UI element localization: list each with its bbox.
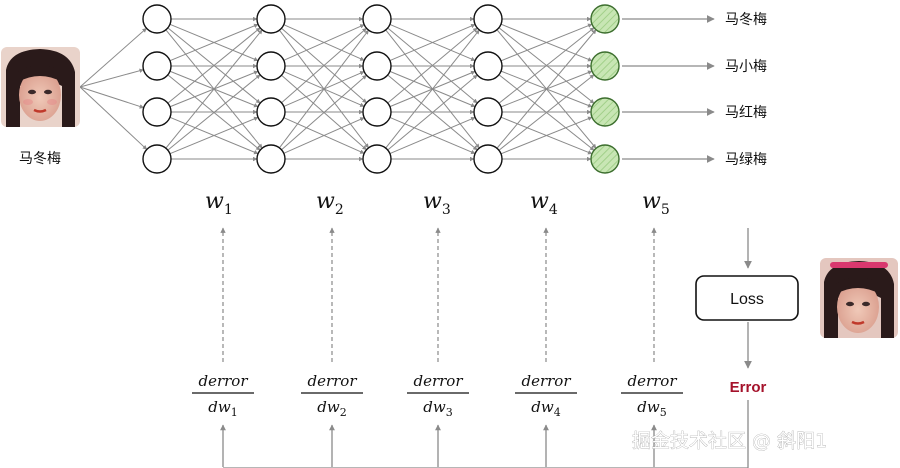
neuron-connection [385,29,480,149]
output-label: 马绿梅 [725,152,767,168]
hidden-neuron [473,4,503,34]
neuron-connection [389,116,476,155]
loss-label: Loss [730,291,764,308]
network-neurons [142,4,620,174]
neuron-connection [283,24,365,61]
weight-label: w3 [423,189,451,218]
input-label: 马冬梅 [19,151,61,167]
input-connection [79,86,148,150]
neuron-connection [167,27,261,104]
weight-label: w2 [316,189,344,218]
target-photo [820,258,898,338]
neuron-connection [496,29,597,149]
network-connections [79,16,597,162]
gradient-fraction: derror dw1 [192,372,254,419]
hidden-neuron [362,144,392,174]
neuron-connection [281,27,367,104]
weight-labels: w1 w2 w3 w4 w5 [205,189,670,218]
svg-text:dw4: dw4 [531,398,560,419]
weight-label: w1 [205,189,233,218]
gradient-fraction: derror dw2 [301,372,363,419]
svg-text:derror: derror [627,372,677,390]
svg-text:derror: derror [307,372,357,390]
neuron-connection [389,23,476,62]
neuron-connection [279,29,369,149]
neuron-connection [498,27,595,104]
neuron-connection [387,27,478,104]
hidden-neuron [362,51,392,81]
output-neuron [590,144,620,174]
hidden-neuron [142,4,172,34]
hidden-neuron [142,97,172,127]
output-label: 马红梅 [725,105,767,121]
hidden-neuron [362,4,392,34]
output-labels: 马冬梅 马小梅 马红梅 马绿梅 [622,12,767,168]
input-photo [1,47,80,127]
watermark: 掘金技术社区 @ 斜阳1 [632,430,827,452]
output-neuron [590,51,620,81]
hidden-neuron [256,97,286,127]
neuron-connection [169,23,259,62]
svg-text:derror: derror [413,372,463,390]
neuron-connection [283,117,365,154]
neuron-connection [500,116,593,155]
weight-label: w4 [530,189,558,218]
hidden-neuron [142,144,172,174]
neuron-connection [281,74,367,151]
error-label: Error [730,379,767,396]
neuron-connection [165,29,263,149]
loss-box [695,275,799,321]
hidden-neuron [362,97,392,127]
gradient-fraction: derror dw3 [407,372,469,419]
output-label: 马小梅 [725,59,767,75]
input-connection [79,68,144,88]
neuron-connection [500,23,593,62]
hidden-neuron [256,4,286,34]
svg-text:dw5: dw5 [637,398,666,419]
weight-label: w5 [642,189,670,218]
output-neuron [590,97,620,127]
neuron-connection [167,74,261,151]
output-neuron [590,4,620,34]
gradient-fractions: derror dw1 derror dw2 derror dw3 derror … [192,372,683,419]
output-label: 马冬梅 [725,12,767,28]
hidden-neuron [256,51,286,81]
svg-text:dw1: dw1 [208,398,237,419]
error-feedback-line [220,400,749,468]
input-connection [79,86,145,109]
hidden-neuron [473,97,503,127]
hidden-neuron [473,51,503,81]
hidden-neuron [473,144,503,174]
svg-text:dw2: dw2 [317,398,346,419]
input-connection [79,27,147,88]
gradient-fraction: derror dw4 [515,372,577,419]
neuron-connection [169,116,259,155]
hidden-neuron [256,144,286,174]
svg-text:derror: derror [198,372,248,390]
hidden-neuron [142,51,172,81]
svg-text:dw3: dw3 [423,398,452,419]
gradient-arrows [220,227,657,362]
gradient-fraction: derror dw5 [621,372,683,419]
neuron-connection [498,74,595,151]
svg-text:derror: derror [521,372,571,390]
neuron-connection [387,74,478,151]
